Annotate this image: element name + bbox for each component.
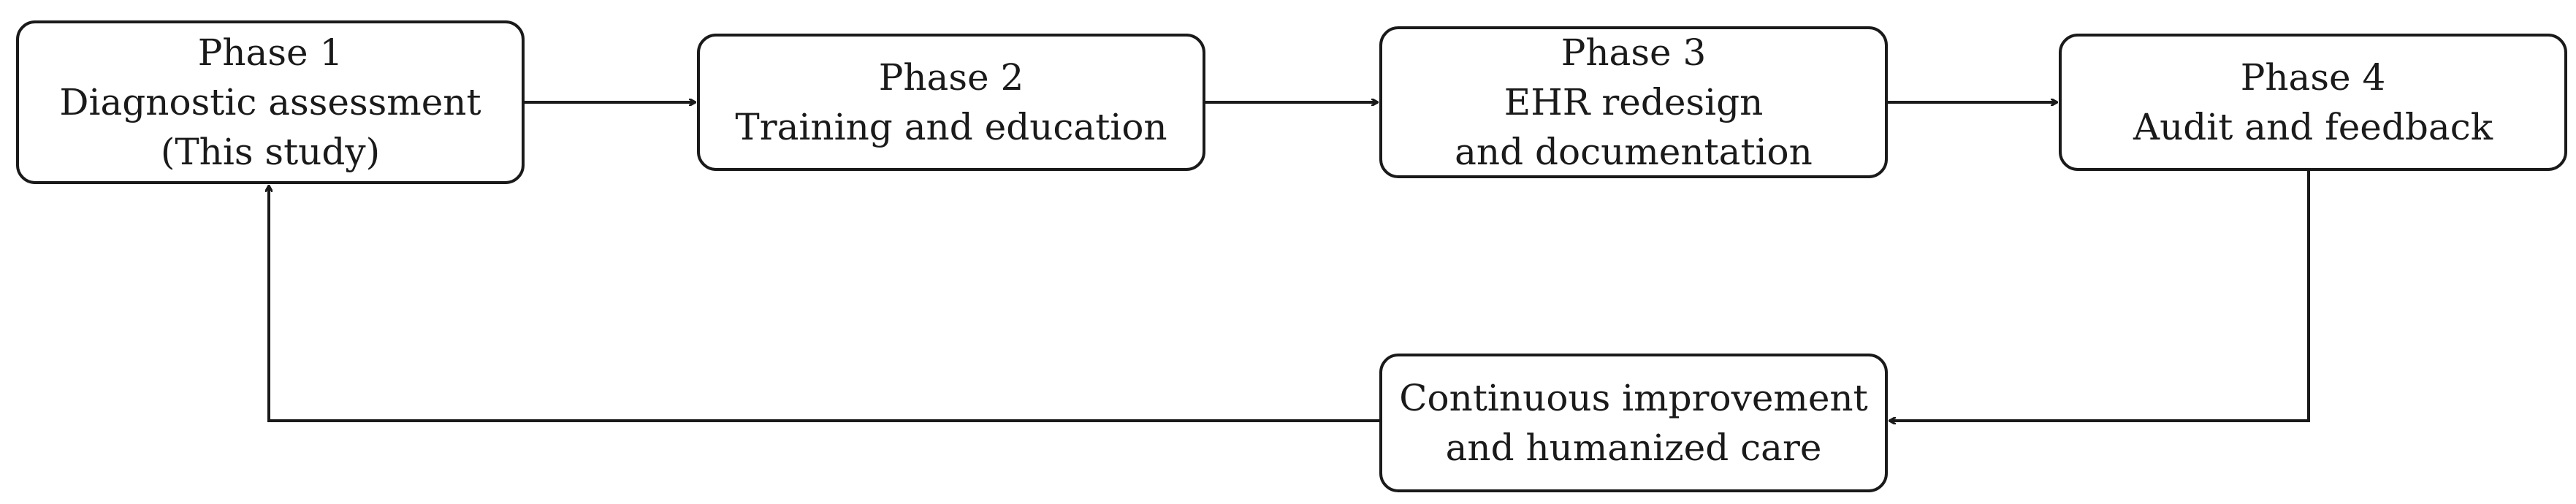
phase4-subtitle: Audit and feedback — [2133, 106, 2493, 148]
phase2-subtitle: Training and education — [735, 106, 1167, 148]
continuous-line1: Continuous improvement — [1399, 377, 1868, 419]
continuous-improvement-box: Continuous improvement and humanized car… — [1379, 354, 1888, 492]
phase2-box: Phase 2 Training and education — [697, 34, 1205, 171]
phase3-subtitle: EHR redesign — [1504, 81, 1764, 123]
phase4-title: Phase 4 — [2240, 56, 2386, 99]
phase1-box: Phase 1 Diagnostic assessment (This stud… — [16, 20, 525, 184]
phase1-title: Phase 1 — [197, 31, 343, 74]
arrow-phase4-to-continuous — [1889, 171, 2310, 421]
continuous-line2: and humanized care — [1445, 427, 1822, 469]
phase4-box: Phase 4 Audit and feedback — [2059, 34, 2567, 171]
phase3-subtitle-cont: and documentation — [1455, 131, 1813, 173]
phase3-title: Phase 3 — [1561, 31, 1707, 74]
phase1-subtitle: Diagnostic assessment — [59, 81, 481, 123]
phase2-title: Phase 2 — [878, 56, 1024, 99]
phase1-note: (This study) — [160, 131, 381, 173]
phase3-box: Phase 3 EHR redesign and documentation — [1379, 26, 1888, 178]
arrow-continuous-to-phase1 — [269, 186, 1379, 422]
